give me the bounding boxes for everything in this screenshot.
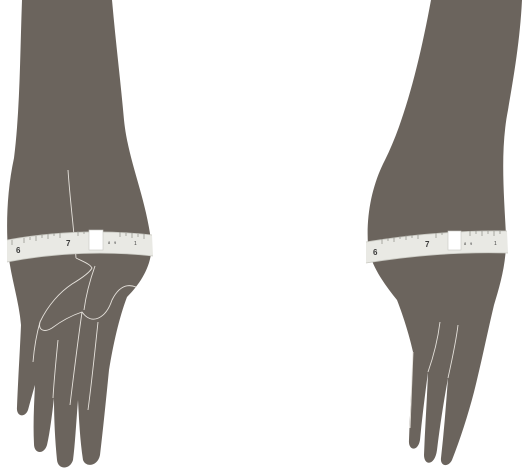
right-tape-label-1: 1 bbox=[494, 241, 497, 247]
right-tape-marker bbox=[448, 231, 461, 250]
left-tape-label-7: 7 bbox=[66, 239, 71, 248]
left-hand-palm: 6 7 8 9 1 bbox=[7, 0, 153, 468]
left-tape-label-1: 1 bbox=[134, 241, 137, 247]
right-tape-label-7: 7 bbox=[425, 240, 430, 249]
left-tape-marker bbox=[89, 230, 103, 250]
right-tape-label-6: 6 bbox=[373, 248, 378, 257]
right-hand-back: 6 7 8 9 1 bbox=[366, 0, 522, 465]
left-tape-label-6: 6 bbox=[16, 246, 21, 255]
